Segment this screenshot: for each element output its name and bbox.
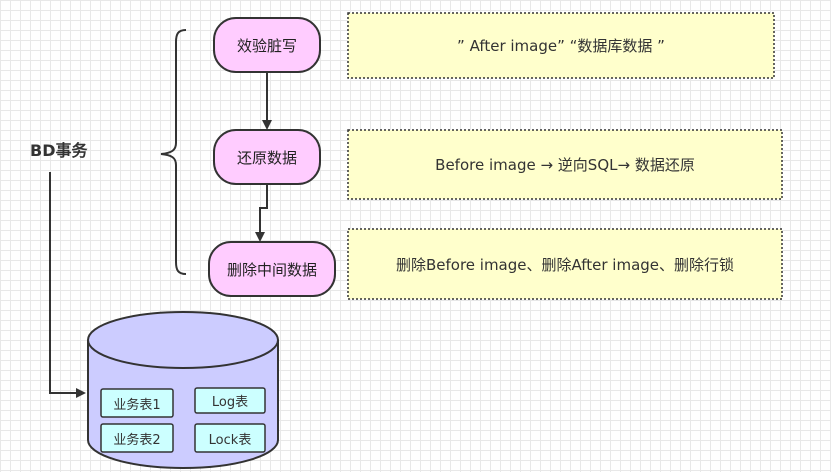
db-table-box-lock [194,423,266,453]
db-table-label-log: Log表 [211,395,249,410]
note-text-after-image: ” After image” “数据库数据 ” [457,37,665,55]
note-box-delete [347,228,783,300]
database-cylinder-top [87,311,279,369]
db-table-label-business-1: 业务表1 [113,397,161,413]
db-table-box-business-2 [100,423,174,453]
arrow-restore-to-delete [255,184,268,242]
note-text-before-image: Before image → 逆向SQL→ 数据还原 [435,156,695,174]
db-table-box-log [194,387,266,414]
diagram-title: BD事务 [30,141,88,160]
step-node-delete-intermediate [208,241,336,297]
note-box-before-image [347,129,783,200]
step-label-delete-intermediate: 删除中间数据 [226,260,317,279]
step-label-verify-dirty-write: 效验脏写 [236,36,297,55]
curly-brace [160,29,187,275]
db-table-box-business-1 [100,388,174,418]
step-label-restore-data: 还原数据 [236,148,297,167]
note-box-after-image [347,12,775,79]
arrow-title-to-database [49,172,86,398]
note-text-delete: 删除Before image、删除After image、删除行锁 [395,255,735,274]
db-table-label-business-2: 业务表2 [113,432,161,448]
db-table-label-lock: Lock表 [208,432,252,448]
